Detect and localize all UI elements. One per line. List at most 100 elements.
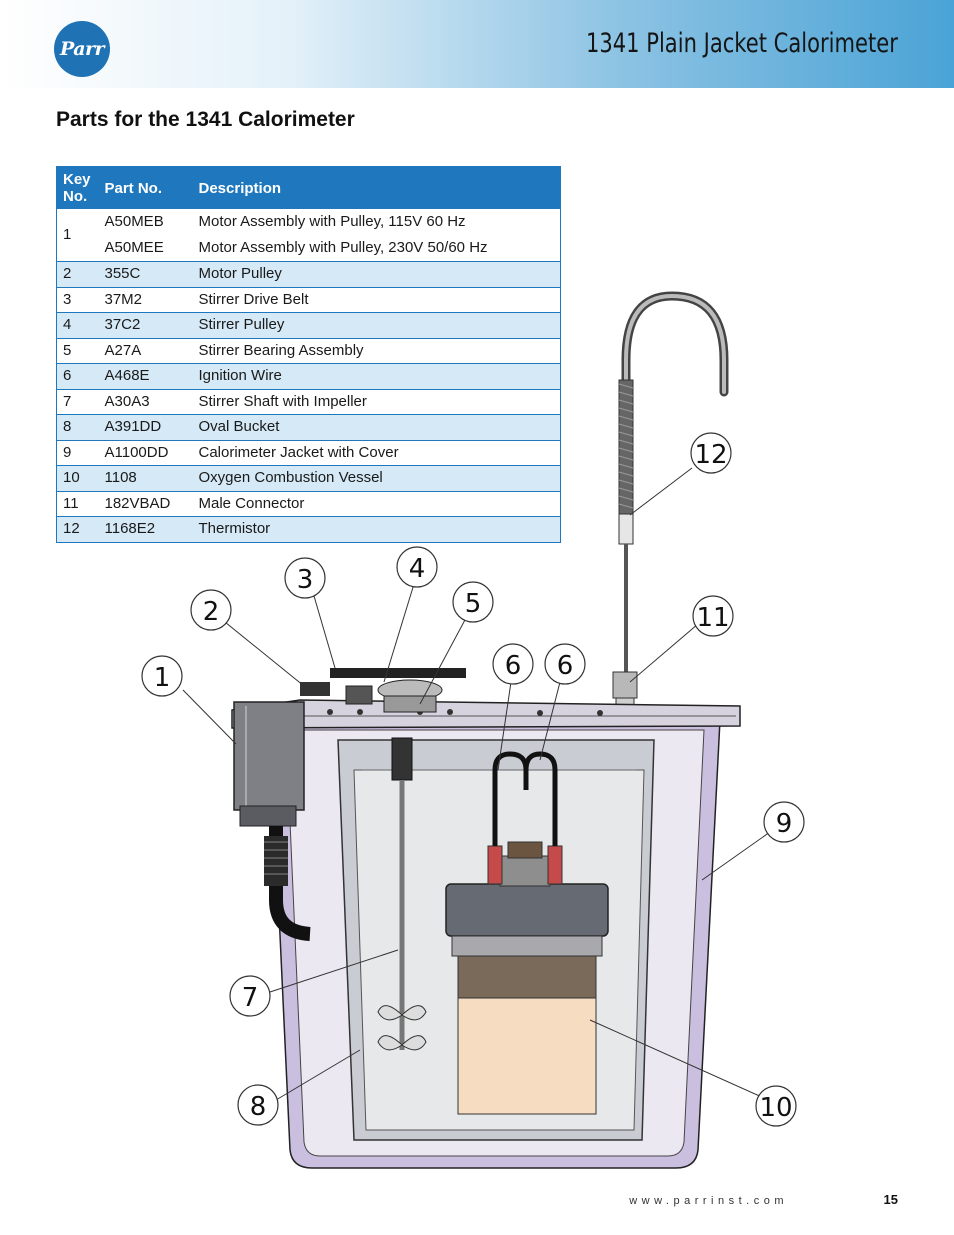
table-cell-key: 3: [56, 287, 99, 313]
table-row: 11 182VBAD Male Connector: [56, 491, 561, 517]
table-cell-part: A391DD: [98, 414, 193, 441]
table-cell-key: 8: [56, 414, 99, 441]
parr-logo: Parr: [54, 21, 110, 77]
header-key-no: Key No.: [56, 166, 99, 209]
table-cell-key: 12: [56, 516, 99, 543]
svg-text:11: 11: [696, 603, 729, 633]
table-cell-key: 11: [56, 491, 99, 517]
table-row: 8 A391DD Oval Bucket: [56, 414, 561, 441]
table-cell-desc: Stirrer Drive Belt: [192, 287, 561, 313]
table-cell-key: 5: [56, 338, 99, 364]
callout-7: 7: [229, 975, 271, 1017]
leader-line-12: [629, 467, 693, 516]
table-cell-desc: Oxygen Combustion Vessel: [192, 465, 561, 492]
leader-line-6a: [497, 681, 512, 771]
svg-text:7: 7: [242, 983, 259, 1013]
table-cell-part: A468E: [98, 363, 193, 390]
callout-4: 4: [396, 546, 438, 588]
oxygen-vessel-illustration: [445, 841, 609, 1115]
page-header: Parr 1341 Plain Jacket Calorimeter: [0, 0, 954, 88]
table-cell-desc: Calorimeter Jacket with Cover: [192, 440, 561, 466]
ignition-wire-illustration: [492, 751, 558, 846]
leader-line-8: [275, 1049, 361, 1101]
callout-8: 8: [237, 1084, 279, 1126]
table-row: 4 37C2 Stirrer Pulley: [56, 312, 561, 339]
section-title: Parts for the 1341 Calorimeter: [56, 108, 355, 131]
header-part-no: Part No.: [98, 166, 193, 209]
svg-text:2: 2: [203, 597, 220, 627]
table-cell-part: 1168E2: [98, 516, 193, 543]
callout-3: 3: [284, 557, 326, 599]
footer-url: www.parrinst.com: [629, 1195, 788, 1207]
svg-text:6: 6: [505, 651, 522, 681]
table-cell-desc: Male Connector: [192, 491, 561, 517]
table-cell-desc: Thermistor: [192, 516, 561, 543]
table-row: 10 1108 Oxygen Combustion Vessel: [56, 465, 561, 492]
leader-line-3: [313, 595, 336, 669]
table-cell-desc: Stirrer Pulley: [192, 312, 561, 339]
table-cell-part: A30A3: [98, 389, 193, 415]
svg-text:8: 8: [250, 1092, 267, 1122]
table-cell-key: 2: [56, 261, 99, 288]
svg-text:4: 4: [409, 554, 426, 584]
table-row: 5 A27A Stirrer Bearing Assembly: [56, 338, 561, 364]
callout-6-right: 6: [544, 643, 586, 685]
callout-2: 2: [190, 589, 232, 631]
table-cell-desc: Stirrer Shaft with Impeller: [192, 389, 561, 415]
leader-line-1: [182, 689, 237, 745]
table-cell-desc: Ignition Wire: [192, 363, 561, 390]
table-cell-part: A50MEB: [98, 209, 193, 235]
table-cell-part: A1100DD: [98, 440, 193, 466]
table-cell-key: 7: [56, 389, 99, 415]
callout-6-left: 6: [492, 643, 534, 685]
table-cell-desc: Stirrer Bearing Assembly: [192, 338, 561, 364]
svg-text:5: 5: [465, 589, 482, 619]
header-description: Description: [192, 166, 561, 209]
callout-1: 1: [141, 655, 183, 697]
leader-line-9: [701, 831, 771, 881]
table-row: 9 A1100DD Calorimeter Jacket with Cover: [56, 440, 561, 466]
callouts: 1 2 3 4 5 6 6 7 8 9 10 11 12: [141, 432, 805, 1127]
table-row: 7 A30A3 Stirrer Shaft with Impeller: [56, 389, 561, 415]
leader-line-5: [419, 617, 467, 705]
stirrer-illustration: [377, 737, 427, 1051]
table-cell-key: 4: [56, 312, 99, 339]
document-title: 1341 Plain Jacket Calorimeter: [586, 28, 898, 59]
leader-line-10: [589, 1019, 765, 1099]
callout-5: 5: [452, 581, 494, 623]
table-cell-part: A50MEE: [98, 235, 193, 262]
table-cell-part: 355C: [98, 261, 193, 288]
table-cell-key: 10: [56, 465, 99, 492]
table-cell-part: A27A: [98, 338, 193, 364]
motor-illustration: [233, 668, 466, 941]
svg-text:10: 10: [759, 1093, 792, 1123]
table-cell-desc: Oval Bucket: [192, 414, 561, 441]
callout-10: 10: [755, 1085, 797, 1127]
table-header-row: Key No. Part No. Description: [56, 166, 561, 209]
table-cell-key: 6: [56, 363, 99, 390]
table-cell-part: 37M2: [98, 287, 193, 313]
table-row: 1 A50MEB Motor Assembly with Pulley, 115…: [56, 209, 561, 262]
svg-text:9: 9: [776, 809, 793, 839]
table-row: 3 37M2 Stirrer Drive Belt: [56, 287, 561, 313]
table-row: 2 355C Motor Pulley: [56, 261, 561, 288]
table-row: 6 A468E Ignition Wire: [56, 363, 561, 390]
parts-table: Key No. Part No. Description 1 A50MEB Mo…: [56, 166, 561, 543]
leader-line-4: [383, 583, 415, 683]
table-cell-key: 9: [56, 440, 99, 466]
table-cell-key: 1: [56, 209, 99, 262]
table-cell-desc: Motor Pulley: [192, 261, 561, 288]
table-cell-part: 1108: [98, 465, 193, 492]
leader-line-6b: [539, 681, 561, 761]
table-row: A50MEE Motor Assembly with Pulley, 230V …: [57, 235, 561, 262]
leader-line-2: [219, 617, 305, 687]
page-number: 15: [883, 1192, 898, 1207]
svg-text:12: 12: [694, 440, 727, 470]
svg-text:6: 6: [557, 651, 574, 681]
callout-11: 11: [692, 595, 734, 637]
table-cell-desc: Motor Assembly with Pulley, 230V 50/60 H…: [192, 235, 561, 262]
callout-9: 9: [763, 801, 805, 843]
table-cell-part: 182VBAD: [98, 491, 193, 517]
leader-line-7: [269, 949, 399, 993]
